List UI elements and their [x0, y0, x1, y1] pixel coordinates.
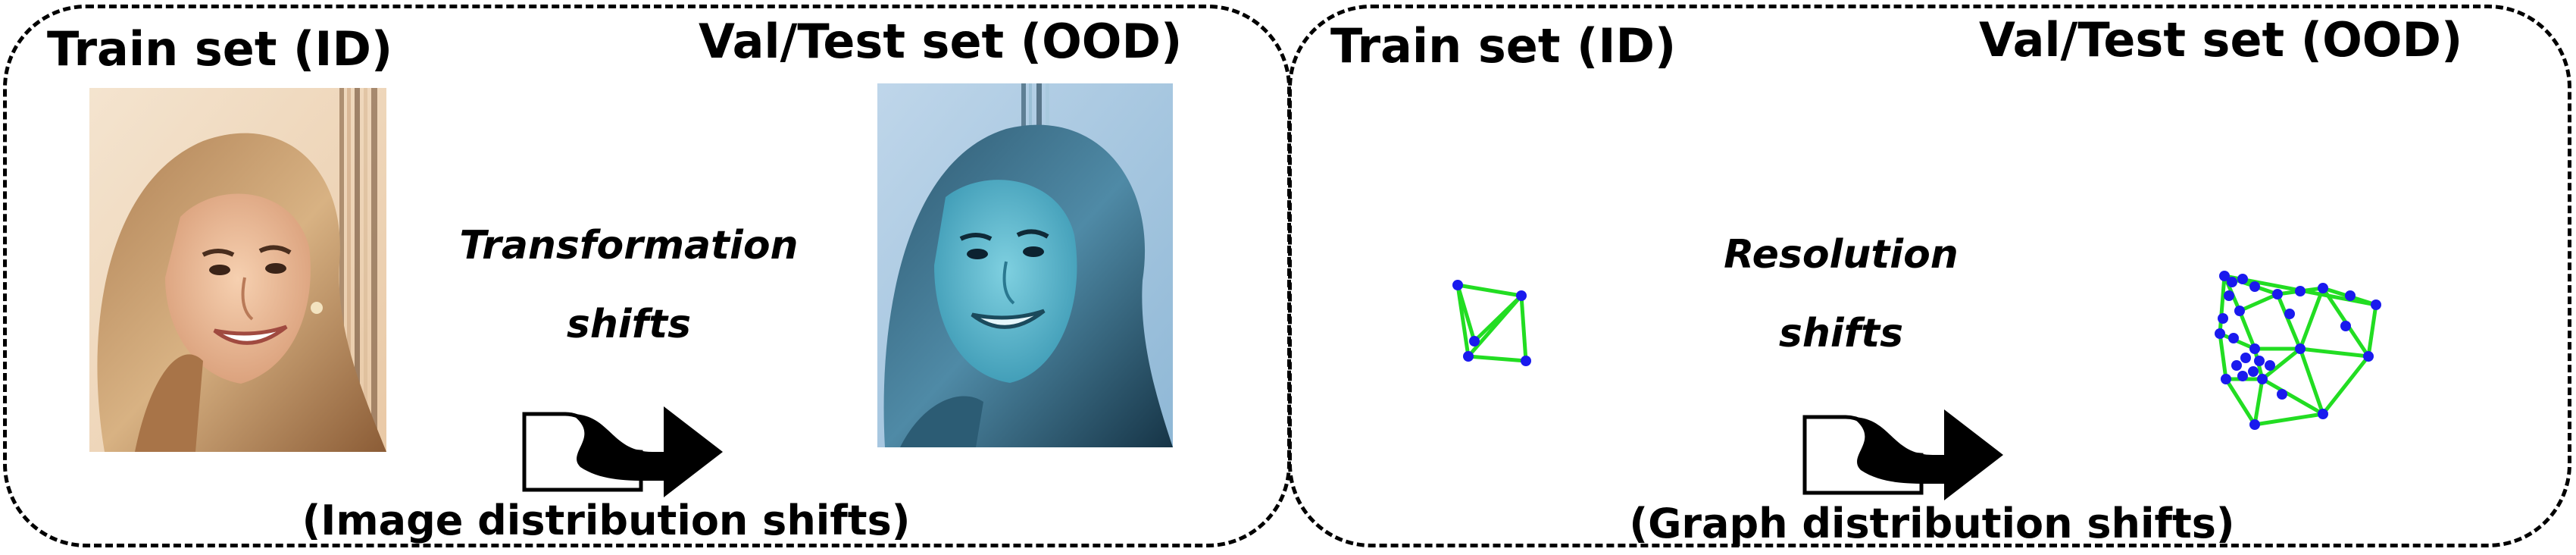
image-shift-caption: (Image distribution shifts)	[302, 497, 911, 544]
train-graph	[1452, 280, 1531, 366]
train-set-title-image: Train set (ID)	[47, 21, 393, 77]
test-face-photo	[877, 83, 1173, 447]
test-set-title-graph: Val/Test set (OOD)	[1979, 12, 2463, 67]
shift-arrow-icon	[1802, 409, 2003, 500]
resolution-shift-label: Resolution	[1724, 232, 1959, 278]
shift-arrow-icon	[522, 406, 723, 497]
transformation-shift-label-line2: shifts	[566, 302, 692, 347]
resolution-shift-label-line2: shifts	[1778, 311, 1904, 356]
transformation-shift-label: Transformation	[459, 223, 799, 268]
test-graph	[2215, 271, 2381, 430]
graph-shift-panel	[1288, 5, 2571, 547]
train-face-photo	[89, 88, 386, 452]
graph-shift-caption: (Graph distribution shifts)	[1629, 500, 2235, 547]
train-set-title-graph: Train set (ID)	[1330, 18, 1677, 74]
test-set-title-image: Val/Test set (OOD)	[699, 14, 1183, 69]
